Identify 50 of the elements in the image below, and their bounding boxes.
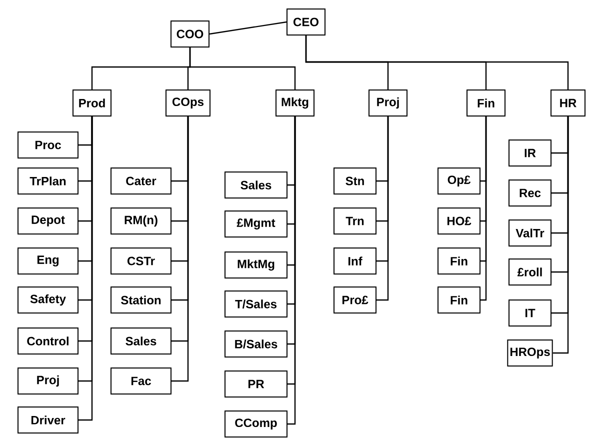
org-box: ValTr <box>508 220 552 246</box>
connector-line <box>376 116 389 301</box>
org-box: HO£ <box>438 208 480 234</box>
org-box: Fac <box>110 368 172 394</box>
org-box: Proj <box>18 368 78 394</box>
org-box: COps <box>166 90 210 116</box>
org-box: Eng <box>18 248 78 274</box>
org-box: Sales <box>110 328 172 354</box>
org-box: Station <box>110 286 172 314</box>
org-box: RM(n) <box>110 208 172 234</box>
connector-line <box>189 48 296 90</box>
connector-line <box>480 116 487 301</box>
org-box: MktMg <box>224 252 288 278</box>
org-box: Control <box>18 328 78 354</box>
org-box: CEO <box>286 8 326 36</box>
org-box: Inf <box>334 248 376 274</box>
org-box: TrPlan <box>18 168 78 194</box>
org-box: B/Sales <box>224 330 288 358</box>
org-box: Safety <box>18 286 78 314</box>
org-box: Fin <box>466 90 506 116</box>
org-box: IR <box>508 140 552 166</box>
connector-line <box>172 116 189 382</box>
org-box: Fin <box>438 248 480 274</box>
org-box: Sales <box>224 172 288 198</box>
connector-line <box>552 116 569 354</box>
org-box: T/Sales <box>224 290 288 318</box>
org-box: Proj <box>368 90 408 116</box>
org-box: PR <box>224 370 288 398</box>
org-box: COO <box>170 20 210 48</box>
org-box: £Mgmt <box>224 210 288 238</box>
org-box: HR <box>550 90 586 116</box>
connector-line <box>209 21 287 35</box>
org-box: £roll <box>508 258 552 286</box>
org-box: Depot <box>18 208 78 234</box>
org-box: Mktg <box>276 90 314 116</box>
connector-line <box>305 36 569 90</box>
org-box: Prod <box>72 90 112 116</box>
org-box: Proc <box>18 132 78 158</box>
org-box: IT <box>508 300 552 326</box>
org-box: Op£ <box>438 168 480 194</box>
org-box: HROps <box>507 340 553 366</box>
org-box: Stn <box>334 168 376 194</box>
org-box: CSTr <box>110 248 172 274</box>
org-box: Rec <box>508 180 552 206</box>
org-box: Pro£ <box>334 286 376 314</box>
org-box: Cater <box>110 168 172 194</box>
org-box: Fin <box>438 286 480 314</box>
org-box: Driver <box>18 406 78 434</box>
org-box: CComp <box>224 410 288 438</box>
org-box: Trn <box>334 208 376 234</box>
